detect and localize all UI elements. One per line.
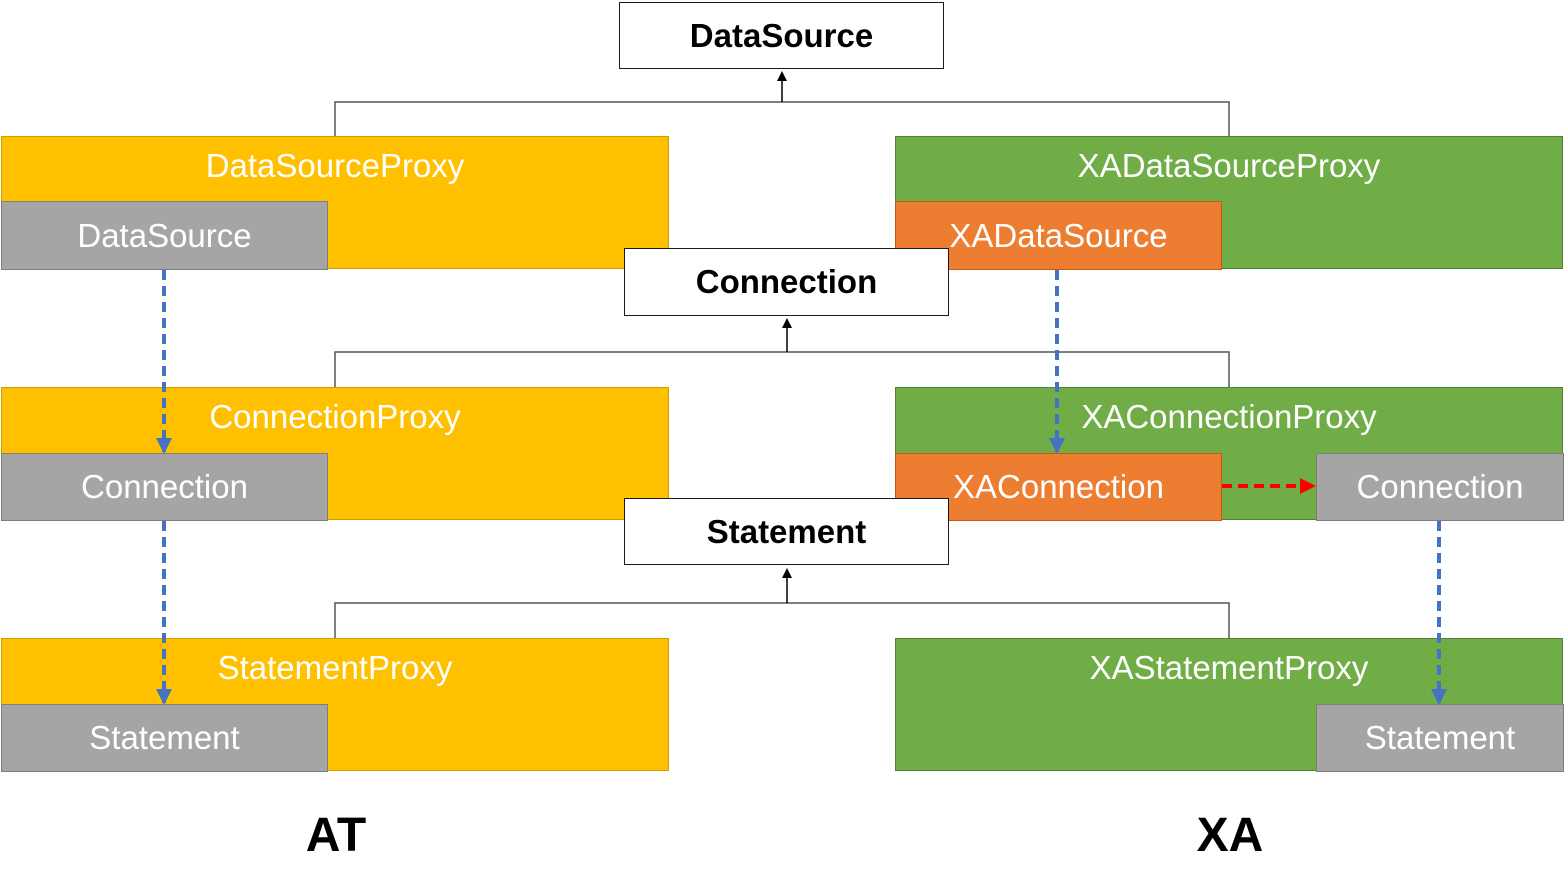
xa-mode-label: XA	[1196, 809, 1264, 862]
interface-statement: Statement	[624, 498, 949, 565]
interface-connection-label: Connection	[695, 263, 878, 300]
at-datasource-proxy-title: DataSourceProxy	[205, 147, 465, 184]
at-connection-proxy: ConnectionProxy Connection	[1, 387, 669, 521]
inheritance-connector-datasource	[334, 71, 1230, 136]
inheritance-connector-connection	[334, 318, 1230, 387]
at-statement-inner: Statement	[1, 704, 328, 772]
xa-connection-inner-physical: Connection	[1316, 453, 1564, 521]
at-datasource-proxy: DataSourceProxy DataSource	[1, 136, 669, 270]
xa-datasource-proxy-title: XADataSourceProxy	[1077, 147, 1381, 184]
xa-connection-proxy-title: XAConnectionProxy	[1081, 398, 1377, 435]
at-statement-proxy-title: StatementProxy	[217, 649, 453, 686]
interface-datasource: DataSource	[619, 2, 944, 69]
interface-datasource-label: DataSource	[689, 16, 874, 54]
at-datasource-inner: DataSource	[1, 201, 328, 270]
xa-statement-inner: Statement	[1316, 704, 1564, 772]
interface-statement-label: Statement	[706, 512, 867, 550]
xa-datasource-inner: XADataSource	[895, 201, 1222, 270]
at-connection-proxy-title: ConnectionProxy	[209, 398, 461, 435]
at-connection-inner: Connection	[1, 453, 328, 521]
xa-datasource-proxy: XADataSourceProxy XADataSource	[895, 136, 1563, 270]
inheritance-connector-statement	[334, 568, 1230, 638]
at-statement-proxy: StatementProxy Statement	[1, 638, 669, 772]
interface-connection: Connection	[624, 248, 949, 316]
at-mode-label: AT	[305, 809, 367, 862]
xa-statement-proxy-title: XAStatementProxy	[1089, 649, 1369, 686]
xa-connection-proxy: XAConnectionProxy XAConnection Connectio…	[895, 387, 1564, 521]
xa-statement-proxy: XAStatementProxy Statement	[895, 638, 1564, 772]
